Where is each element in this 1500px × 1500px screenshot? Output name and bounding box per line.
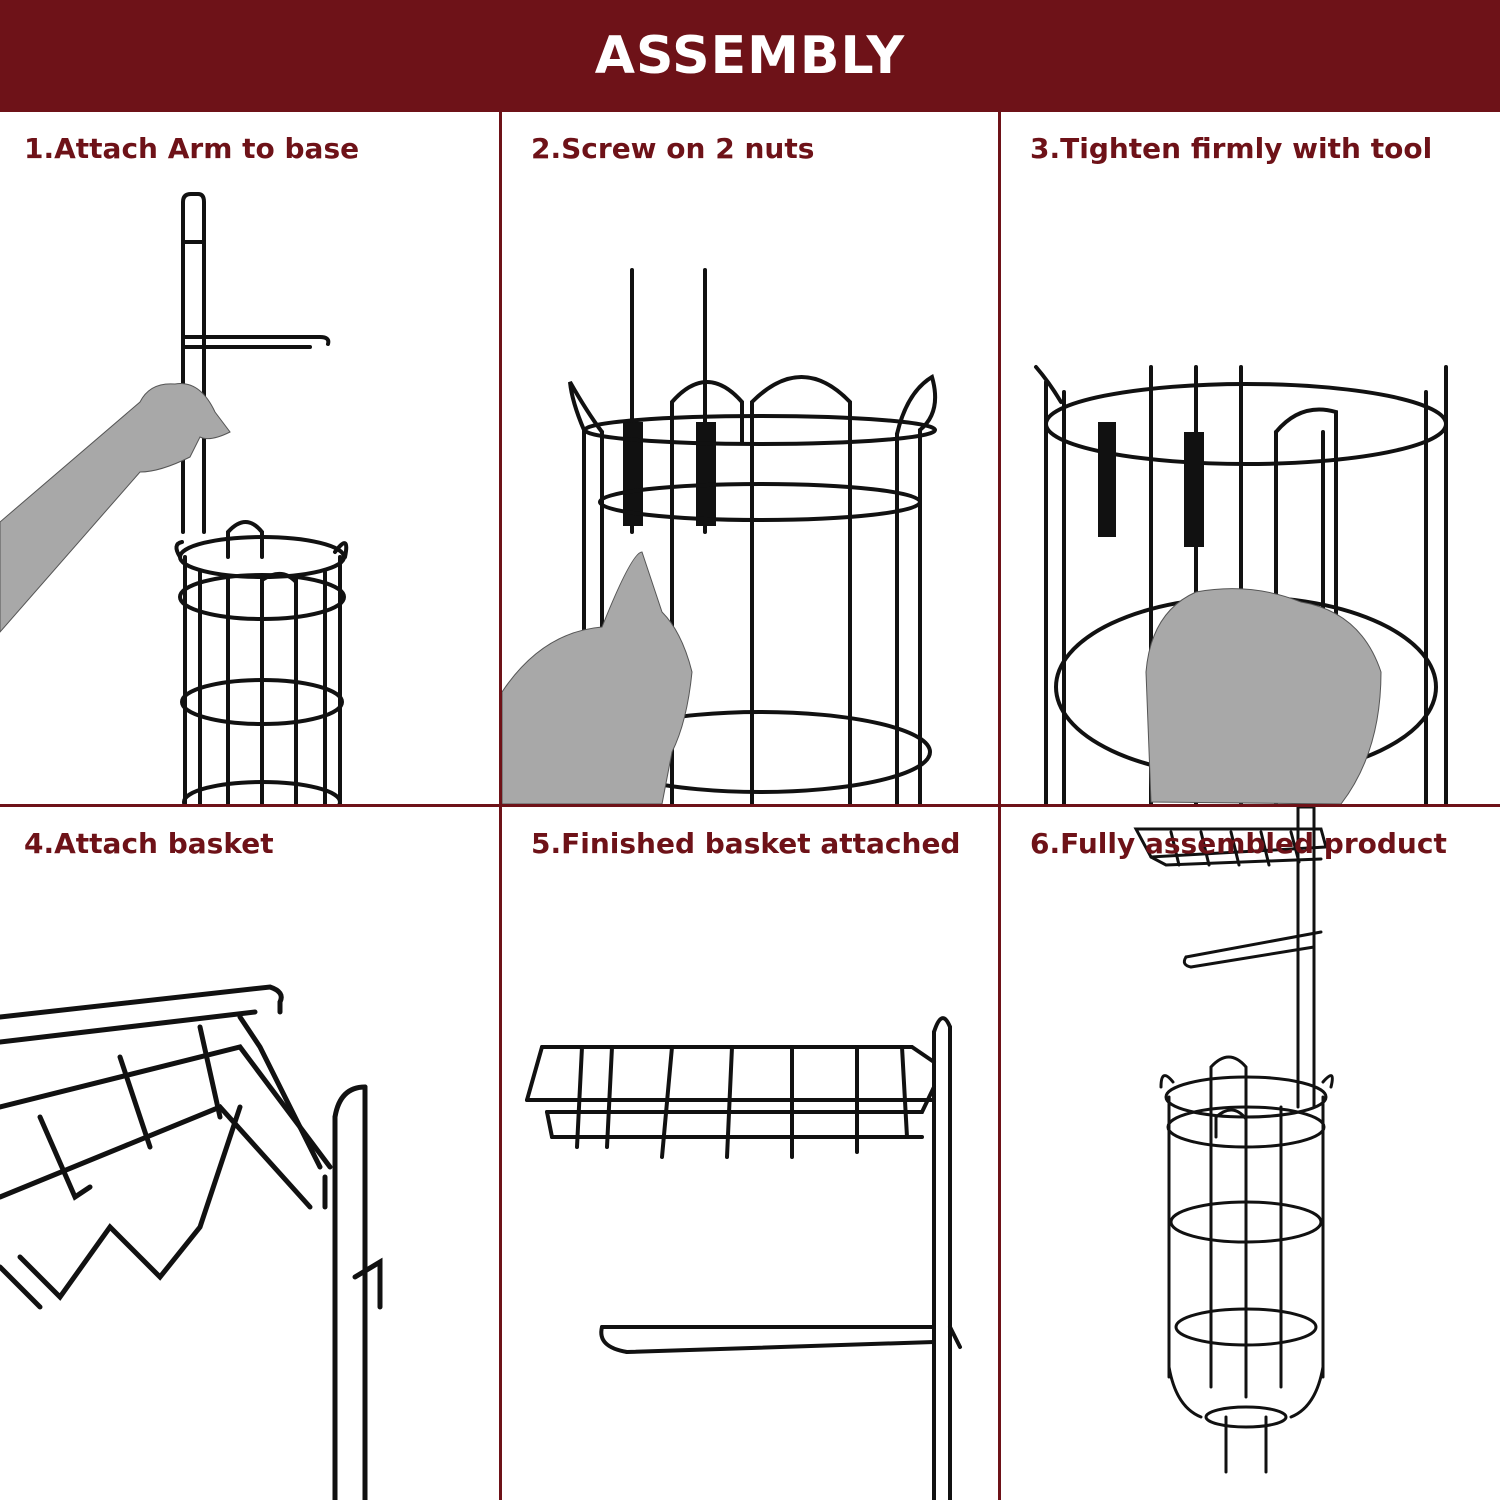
page-title: ASSEMBLY (594, 26, 906, 86)
step-4-label: 4.Attach basket (24, 827, 274, 860)
step-5-illustration (525, 1016, 962, 1500)
step-4-illustration (0, 984, 383, 1500)
step-1-label: 1.Attach Arm to base (24, 132, 360, 165)
step-5-label: 5.Finished basket attached (531, 827, 961, 860)
step-1-illustration (0, 192, 349, 804)
step-3-illustration (1034, 365, 1448, 804)
step-panel-6: 6.Fully assembled product (1001, 807, 1500, 1500)
step-2-illustration (502, 268, 937, 804)
step-panel-4: 4.Attach basket (0, 807, 499, 1500)
step-panel-3: 3.Tighten firmly with tool (1001, 112, 1500, 804)
step-3-label: 3.Tighten firmly with tool (1030, 132, 1433, 165)
steps-grid: 1.Attach Arm to base (0, 112, 1500, 1500)
step-panel-5: 5.Finished basket attached (502, 807, 998, 1500)
divider-horizontal (0, 804, 1500, 807)
step-panel-1: 1.Attach Arm to base (0, 112, 499, 804)
step-6-illustration (1133, 807, 1334, 1474)
step-6-label: 6.Fully assembled product (1030, 827, 1447, 860)
header-banner: ASSEMBLY (0, 0, 1500, 112)
step-panel-2: 2.Screw on 2 nuts (502, 112, 998, 804)
step-2-label: 2.Screw on 2 nuts (531, 132, 815, 165)
